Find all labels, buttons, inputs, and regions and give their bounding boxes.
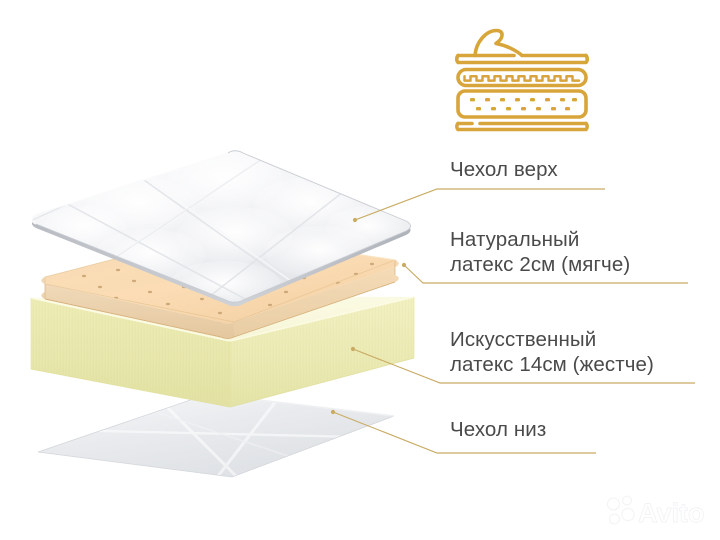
quilt-band — [456, 67, 588, 88]
leader-lines — [330, 188, 695, 454]
leader-cover-bottom — [330, 409, 596, 454]
label-natural-latex: Натуральный латекс 2см (мягче) — [450, 228, 631, 276]
base-band — [455, 121, 589, 132]
leader-cover-top — [352, 188, 605, 223]
label-artificial-latex: Искусственный латекс 14см (жестче) — [450, 328, 654, 376]
perforated-band — [456, 89, 588, 119]
leader-artificial-latex — [350, 346, 695, 384]
avito-watermark: Avito — [604, 492, 712, 530]
avito-dots-icon — [606, 495, 635, 525]
label-cover-bottom: Чехол низ — [450, 418, 547, 441]
label-cover-top: Чехол верх — [450, 158, 558, 181]
avito-wordmark: Avito — [638, 498, 705, 528]
leader-natural-latex — [401, 262, 688, 284]
cover-peel-band — [454, 28, 590, 65]
mattress-layers-icon — [452, 26, 592, 132]
